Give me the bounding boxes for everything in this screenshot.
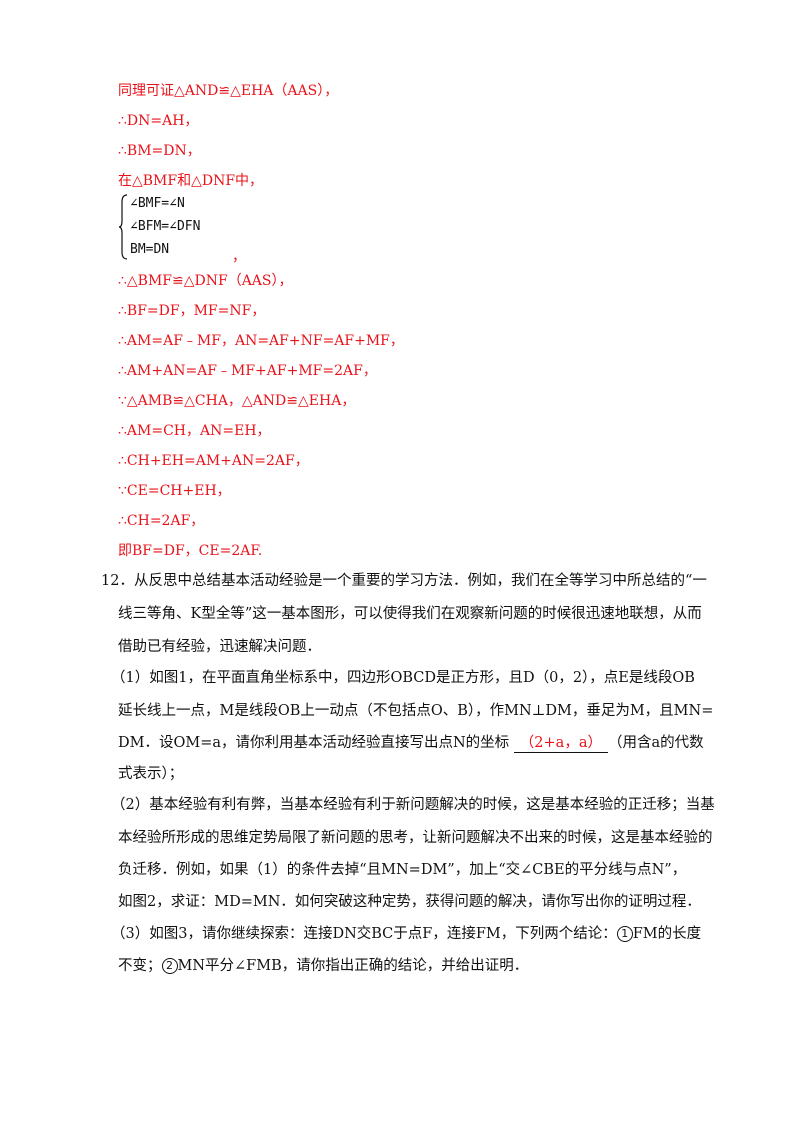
problem-line-8: （2）基本经验有利有弊，当基本经验有利于新问题解决的时候，这是基本经验的正迁移；…: [111, 797, 715, 813]
proof-line-13: ∴CH=2AF，: [118, 513, 205, 529]
proof-line-1: 同理可证△AND≌△EHA（AAS），: [118, 83, 339, 99]
system-row-1: ∠BMF=∠N: [130, 196, 185, 211]
proof-line-3: ∴BM=DN，: [118, 143, 201, 159]
equation-system: ∠BMF=∠N ∠BFM=∠DFN BM=DN: [118, 194, 278, 262]
proof-line-7: ∴AM=AF﹣MF，AN=AF+NF=AF+MF，: [118, 333, 404, 349]
proof-line-10: ∴AM=CH，AN=EH，: [118, 423, 271, 439]
answer-blank: （2+a，a）: [513, 734, 608, 753]
problem-line-9: 本经验所形成的思维定势局限了新问题的思考，让新问题解决不出来的时候，这是基本经验…: [118, 830, 713, 846]
problem-line-13-tail: MN平分∠FMB，请你指出正确的结论，并给出证明．: [177, 958, 529, 974]
system-comma: ，: [232, 249, 246, 265]
problem-line-6-text: DM．设OM=a，请你利用基本活动经验直接写出点N的坐标: [118, 735, 510, 751]
problem-line-5: 延长线上一点，M是线段OB上一动点（不包括点O、B），作MN⊥DM，垂足为M，且…: [118, 703, 714, 719]
problem-line-1: 12．从反思中总结基本活动经验是一个重要的学习方法．例如，我们在全等学习中所总结…: [101, 573, 707, 589]
system-row-2: ∠BFM=∠DFN: [130, 219, 201, 234]
circled-two-icon: 2: [161, 958, 178, 974]
problem-line-7: 式表示）；: [118, 766, 184, 782]
proof-line-5: ∴△BMF≌△DNF（AAS），: [118, 273, 293, 289]
system-row-3: BM=DN: [130, 242, 170, 257]
proof-line-12: ∵CE=CH+EH，: [118, 483, 231, 499]
problem-line-6-tail: （用含a的代数: [607, 735, 704, 751]
proof-line-11: ∴CH+EH=AM+AN=2AF，: [118, 453, 309, 469]
proof-line-6: ∴BF=DF，MF=NF，: [118, 303, 266, 319]
problem-line-12-text: （3）如图3，请你继续探索：连接DN交BC于点F，连接FM，下列两个结论：: [111, 926, 617, 942]
left-brace: [118, 194, 128, 260]
problem-line-11: 如图2，求证：MD=MN．如何突破这种定势，获得问题的解决，请你写出你的证明过程…: [118, 894, 701, 910]
problem-line-4: （1）如图1，在平面直角坐标系中，四边形OBCD是正方形，且D（0，2），点E是…: [111, 670, 695, 686]
problem-line-6: DM．设OM=a，请你利用基本活动经验直接写出点N的坐标 （2+a，a） （用含a…: [118, 734, 704, 753]
proof-line-4: 在△BMF和△DNF中，: [118, 173, 264, 189]
proof-line-14: 即BF=DF，CE=2AF.: [118, 543, 263, 559]
problem-line-10: 负迁移．例如，如果（1）的条件去掉“且MN=DM”，加上“交∠CBE的平分线与点…: [118, 862, 687, 878]
proof-line-2: ∴DN=AH，: [118, 113, 199, 129]
problem-line-3: 借助已有经验，迅速解决问题．: [118, 639, 321, 655]
problem-line-12-tail: FM的长度: [632, 926, 702, 942]
answer-coordinate: （2+a，a）: [519, 735, 602, 751]
proof-line-9: ∵△AMB≌△CHA，△AND≌△EHA，: [118, 393, 356, 409]
problem-line-2: 线三等角、K型全等”这一基本图形，可以使得我们在观察新问题的时候很迅速地联想，从…: [118, 606, 702, 622]
proof-line-8: ∴AM+AN=AF﹣MF+AF+MF=2AF，: [118, 363, 377, 379]
circled-one-icon: 1: [616, 926, 633, 942]
problem-line-13-text: 不变；: [118, 958, 162, 974]
